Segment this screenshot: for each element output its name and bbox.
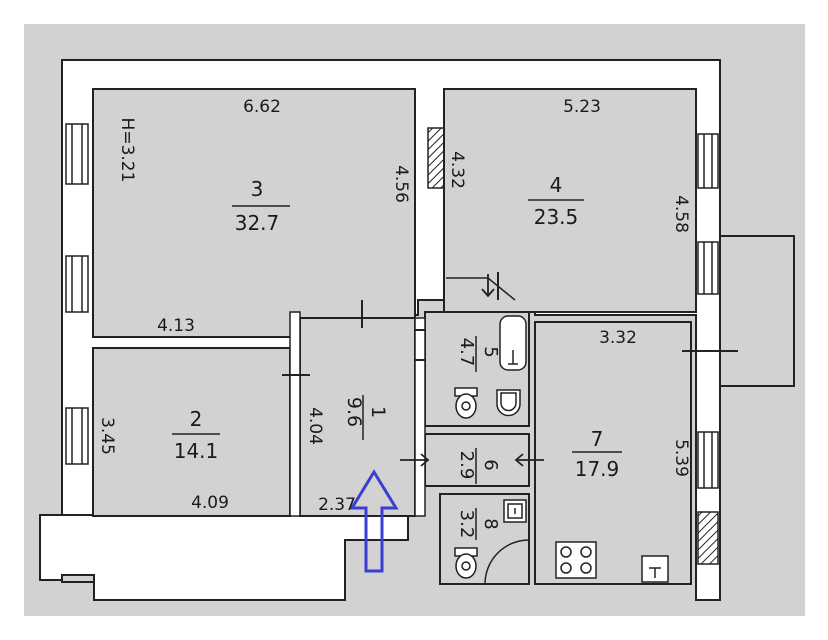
chimney-hatched — [697, 511, 719, 565]
corridor-wall-right — [414, 317, 426, 517]
room-5-number: 5 — [480, 346, 501, 357]
window-left-mid — [65, 255, 89, 313]
bathtub-icon — [499, 315, 527, 371]
area-underlines — [172, 199, 622, 540]
room-3 — [92, 88, 416, 338]
toilet-icon — [454, 547, 478, 579]
room-6-number: 6 — [480, 459, 501, 470]
window-right-top — [697, 133, 719, 189]
room-8-number: 8 — [480, 518, 501, 529]
room-4-number: 4 — [550, 173, 563, 197]
dim-room1-depth: 4.04 — [305, 407, 325, 445]
stove-icon — [555, 541, 597, 579]
room-3-number: 3 — [251, 177, 264, 201]
vent-shaft-hatched — [427, 127, 445, 189]
stair-line — [61, 575, 95, 583]
sink-icon — [503, 499, 527, 523]
room-4-area: 23.5 — [534, 205, 579, 229]
room-1-area: 9.6 — [343, 397, 365, 427]
room-5-area: 4.7 — [456, 338, 477, 367]
sink-icon — [641, 555, 669, 583]
vestibule-outline — [446, 277, 516, 301]
entrance-arrow-icon — [349, 469, 399, 573]
room-6-area: 2.9 — [456, 451, 477, 480]
dim-room2-top: 4.13 — [157, 316, 195, 336]
dim-room2-bottom: 4.09 — [191, 493, 229, 513]
window-left-top — [65, 123, 89, 185]
corridor-wall-left — [289, 311, 301, 517]
room-1 — [299, 317, 416, 517]
room-7 — [534, 321, 692, 585]
toilet-icon — [454, 387, 478, 419]
window-left-bottom — [65, 407, 89, 465]
dim-room4-depth-right: 4.58 — [671, 195, 691, 233]
balcony — [719, 235, 795, 387]
room-1-number: 1 — [367, 406, 389, 418]
room-7-area: 17.9 — [575, 457, 620, 481]
room-2-area: 14.1 — [174, 439, 219, 463]
room-7-number: 7 — [591, 427, 604, 451]
dim-room4-width: 5.23 — [563, 97, 601, 117]
dim-room2-depth: 3.45 — [97, 417, 117, 455]
door-swing-arc — [484, 539, 530, 585]
room-2-number: 2 — [190, 407, 203, 431]
dim-room7-width: 3.32 — [599, 328, 637, 348]
window-right-mid — [697, 241, 719, 295]
dim-room3-depth: 4.56 — [391, 165, 411, 203]
sink-icon — [496, 389, 521, 417]
dim-room3-width: 6.62 — [243, 97, 281, 117]
left-stair-structure — [39, 514, 409, 601]
ceiling-height-label: H=3.21 — [117, 118, 137, 183]
room-3-area: 32.7 — [235, 211, 280, 235]
room-8-area: 3.2 — [456, 510, 477, 539]
dim-room1-width: 2.37 — [318, 495, 356, 515]
dim-room4-depth-left: 4.32 — [447, 151, 467, 189]
room-2 — [92, 347, 291, 517]
window-right-bottom — [697, 431, 719, 489]
dim-room7-depth: 5.39 — [671, 439, 691, 477]
